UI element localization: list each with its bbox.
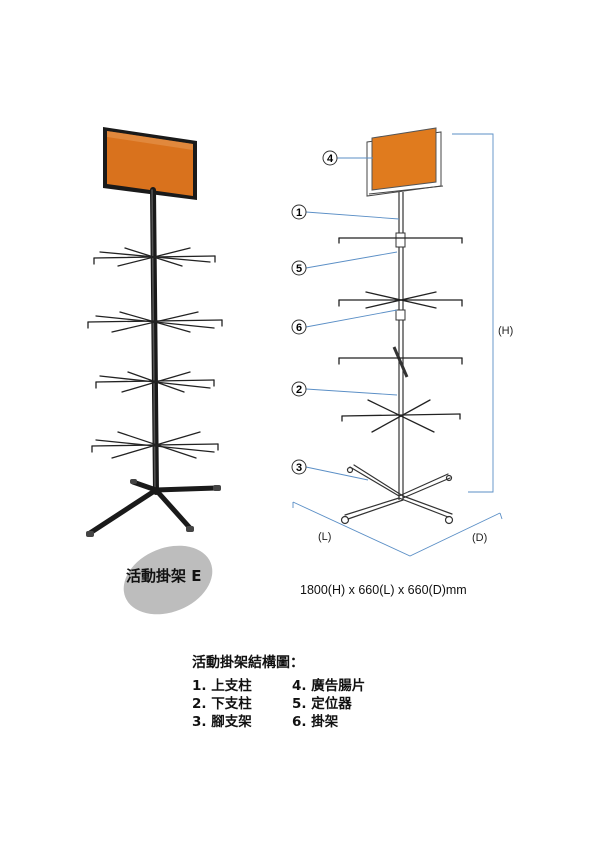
callout-1: 1 — [291, 204, 307, 220]
part-item: 3. 腳支架 — [192, 714, 252, 730]
svg-text:3: 3 — [296, 462, 302, 474]
callout-leaders — [305, 157, 400, 481]
callout-4: 4 — [322, 150, 338, 166]
stand-base — [87, 479, 219, 536]
svg-text:6: 6 — [296, 322, 302, 334]
callout-3: 3 — [291, 459, 307, 475]
diagram-pole — [392, 192, 409, 500]
svg-text:4: 4 — [327, 153, 334, 165]
part-item: 4. 廣告腸片 — [292, 678, 366, 694]
label-oval — [123, 545, 213, 615]
stand-pole — [150, 187, 159, 495]
svg-text:2: 2 — [296, 384, 302, 396]
depth-label: (D) — [472, 532, 487, 544]
overall-dimensions: 1800(H) x 660(L) x 660(D)mm — [300, 583, 467, 597]
length-label: (L) — [318, 531, 331, 543]
part-item: 2. 下支柱 — [192, 696, 252, 712]
callout-6: 6 — [291, 319, 307, 335]
callout-2: 2 — [291, 381, 307, 397]
svg-text:5: 5 — [296, 263, 302, 275]
height-label: (H) — [498, 325, 513, 337]
parts-list-left: 1. 上支柱 2. 下支柱 3. 腳支架 — [192, 677, 252, 731]
diagram-sign — [366, 127, 444, 197]
dimension-lines — [292, 133, 503, 557]
parts-list-right: 4. 廣告腸片 5. 定位器 6. 掛架 — [292, 677, 365, 731]
product-label: 活動掛架 E — [126, 567, 202, 585]
hanger-tiers — [87, 247, 223, 459]
callout-5: 5 — [291, 260, 307, 276]
part-item: 5. 定位器 — [292, 696, 352, 712]
legend-title: 活動掛架結構圖： — [192, 655, 304, 671]
diagram-base — [340, 464, 454, 525]
svg-text:1: 1 — [296, 207, 302, 219]
sign-board — [103, 127, 197, 200]
callout-markers: 4 1 5 6 2 3 — [291, 150, 338, 475]
part-item: 1. 上支柱 — [192, 678, 252, 694]
diagram-tiers — [338, 237, 463, 433]
part-item: 6. 掛架 — [292, 714, 339, 730]
stand-feet — [86, 479, 221, 537]
